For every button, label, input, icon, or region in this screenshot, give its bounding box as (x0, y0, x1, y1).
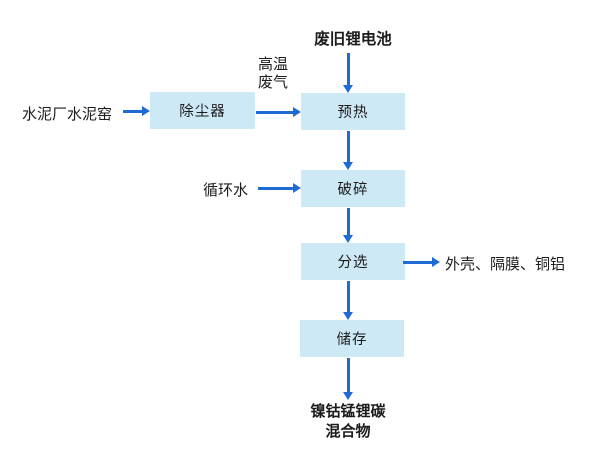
arrow-line (347, 131, 350, 163)
label-cement-kiln: 水泥厂水泥窑 (22, 106, 113, 123)
process-box-preheat: 预热 (301, 93, 405, 130)
arrow-line (347, 358, 350, 393)
arrow-water-to-crush (258, 183, 301, 194)
process-box-store: 储存 (300, 320, 404, 357)
arrow-sort-to-store (343, 281, 354, 320)
label-hot-exhaust-line2: 废气 (258, 74, 289, 91)
label-hot-exhaust-line1: 高温 (258, 56, 289, 73)
arrow-line (256, 111, 294, 114)
arrow-line (258, 187, 294, 190)
label-circulating-water: 循环水 (203, 182, 249, 199)
arrow-line (347, 53, 350, 86)
process-box-dust-remover: 除尘器 (150, 92, 255, 129)
arrow-kiln-to-dust-remover (123, 106, 150, 117)
arrow-store-to-product (343, 358, 354, 400)
process-box-sort: 分选 (301, 243, 405, 280)
arrow-crush-to-sort (343, 208, 354, 243)
label-final-product-line1: 镍钴锰锂碳 (310, 403, 386, 420)
label-hot-exhaust-gas: 高温废气 (258, 56, 288, 92)
source-label-waste-battery: 废旧锂电池 (314, 31, 392, 48)
arrow-battery-to-preheat (343, 53, 354, 93)
arrow-dust-remover-to-preheat (256, 107, 301, 118)
label-final-product-line2: 混合物 (325, 423, 371, 440)
arrow-line (403, 261, 433, 264)
arrow-line (347, 208, 350, 236)
arrow-line (347, 281, 350, 313)
process-box-crush: 破碎 (301, 170, 405, 207)
label-final-product: 镍钴锰锂碳混合物 (278, 402, 418, 442)
arrow-sort-to-output (403, 257, 440, 268)
label-sort-output: 外壳、隔膜、铜铝 (445, 256, 566, 273)
arrow-line (123, 110, 143, 113)
arrow-preheat-to-crush (343, 131, 354, 170)
